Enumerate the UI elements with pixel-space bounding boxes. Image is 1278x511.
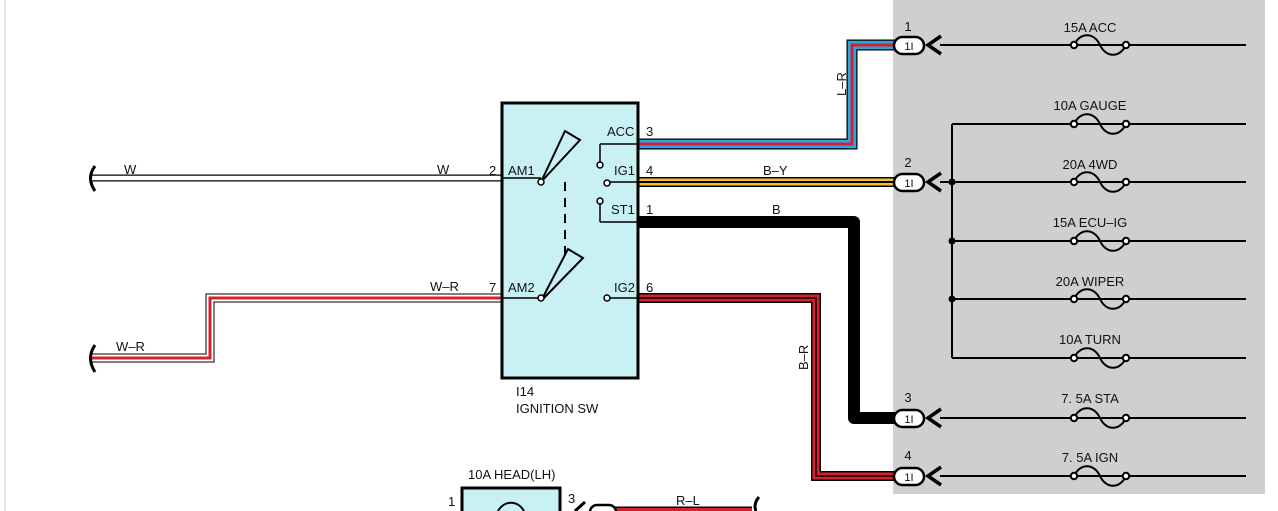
fuse-icon — [1069, 288, 1131, 310]
connector-arrow-icon — [924, 171, 942, 193]
fuse-label-acc: 15A ACC — [1064, 20, 1117, 35]
fuse-label-wiper: 20A WIPER — [1056, 274, 1125, 289]
wire-label-b-y: B–Y — [763, 163, 788, 178]
terminal-am1: AM1 — [508, 163, 535, 178]
switch-blade-am2 — [540, 247, 585, 302]
fuse-icon — [1069, 34, 1131, 56]
terminal-am2: AM2 — [508, 280, 535, 295]
wire-label-w-r-top: W–R — [430, 279, 459, 294]
wire-label-w-right: W — [437, 162, 450, 177]
switch-contacts — [537, 161, 611, 302]
terminal-ig2: IG2 — [614, 280, 635, 295]
head-fuse-pin-3: 3 — [568, 491, 575, 506]
component-id: I14 — [516, 384, 534, 399]
bus-junctions — [948, 178, 956, 303]
fuse-label-ecu-ig: 15A ECU–IG — [1053, 215, 1127, 230]
wire-label-b: B — [772, 202, 781, 217]
terminal-acc: ACC — [607, 124, 634, 139]
connector-1-pin: 1 — [904, 19, 911, 34]
wire-label-w-r-left: W–R — [116, 339, 145, 354]
head-connector — [588, 503, 618, 511]
fuse-icon — [1069, 171, 1131, 193]
connector-4-pin: 4 — [904, 448, 911, 463]
connector-arrow-icon — [573, 500, 587, 511]
connector-2-pin: 2 — [904, 155, 911, 170]
wire-w-r — [92, 293, 502, 363]
wire-b — [638, 216, 895, 424]
switch-internals — [502, 143, 638, 299]
terminal-ig1: IG1 — [614, 163, 635, 178]
fuse-icon — [1069, 113, 1131, 135]
fuse-icon — [1069, 407, 1131, 429]
wire-label-w-left: W — [124, 162, 137, 177]
connector-3-pin: 3 — [904, 390, 911, 405]
wire-break-r-l — [753, 496, 761, 511]
connector-1-label: 1I — [904, 41, 913, 53]
connector-1: 1I 1 — [892, 19, 942, 56]
head-fuse-label: 10A HEAD(LH) — [468, 467, 555, 482]
connector-4-label: 1I — [904, 472, 913, 484]
wire-label-r-l: R–L — [676, 493, 700, 508]
terminal-ig2-pin: 6 — [646, 280, 653, 295]
terminal-acc-pin: 3 — [646, 124, 653, 139]
wire-label-b-r: B–R — [796, 345, 811, 370]
fuse-label-4wd: 20A 4WD — [1063, 157, 1118, 172]
wire-b-r — [638, 293, 895, 481]
wire-break-w — [89, 165, 97, 192]
fuse-label-gauge: 10A GAUGE — [1054, 98, 1127, 113]
terminal-am2-pin: 7 — [489, 280, 496, 295]
wire-label-l-r: L–R — [834, 72, 849, 96]
junction-block-panel — [893, 0, 1265, 494]
component-name: IGNITION SW — [516, 401, 599, 416]
connector-arrow-icon — [924, 465, 942, 487]
connector-arrow-icon — [924, 407, 942, 429]
terminal-ig1-pin: 4 — [646, 163, 653, 178]
fuse-icon — [1069, 465, 1131, 487]
wire-l-r — [638, 39, 895, 150]
fuse-label-turn: 10A TURN — [1059, 332, 1121, 347]
connector-3: 1I 3 — [892, 390, 942, 429]
fuse-icon — [1069, 347, 1131, 369]
fuse-symbols — [1069, 34, 1131, 487]
terminal-st1: ST1 — [611, 202, 635, 217]
fuse-icon — [497, 501, 525, 511]
connector-2: 1I 2 — [892, 155, 942, 193]
fuse-label-ign: 7. 5A IGN — [1062, 450, 1118, 465]
fuse-label-sta: 7. 5A STA — [1061, 391, 1119, 406]
terminal-am1-pin: 2 — [489, 163, 496, 178]
fuse-icon — [1069, 230, 1131, 252]
switch-blade-am1 — [540, 129, 582, 183]
connector-arrow-icon — [924, 34, 942, 56]
connector-4: 1I 4 — [892, 448, 942, 487]
head-fuse-box — [460, 486, 562, 511]
terminal-st1-pin: 1 — [646, 202, 653, 217]
wire-break-w-r — [89, 344, 97, 373]
connector-2-label: 1I — [904, 178, 913, 190]
connector-3-label: 1I — [904, 414, 913, 426]
head-fuse-pin-1: 1 — [448, 494, 455, 509]
